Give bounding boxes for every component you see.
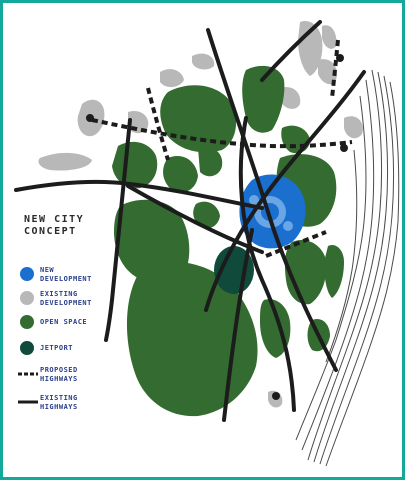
map-title: NEW CITY CONCEPT — [24, 214, 114, 238]
open-space-area — [281, 125, 310, 154]
node-marker — [336, 54, 344, 62]
legend-label-line: HIGHWAYS — [40, 403, 78, 411]
existing-development-area — [192, 53, 215, 70]
open-space-area — [160, 85, 237, 153]
blue-dot-icon — [20, 267, 34, 281]
coastline — [295, 69, 400, 467]
node-marker — [272, 392, 280, 400]
existing-development-area — [160, 69, 184, 88]
legend-swatches — [18, 267, 38, 404]
existing-development-area — [322, 25, 337, 49]
legend-label-line: HIGHWAYS — [40, 375, 78, 383]
existing-highway — [14, 180, 264, 210]
node-marker — [340, 144, 348, 152]
existing-development-area — [318, 59, 337, 85]
legend-item-open-space: OPEN SPACE — [40, 318, 120, 327]
node-marker — [86, 114, 94, 122]
existing-development-area — [38, 152, 92, 171]
legend-item-existing-highways: EXISTING HIGHWAYS — [40, 394, 120, 412]
existing-highway — [238, 116, 296, 412]
proposed-highway — [330, 39, 340, 99]
legend-label-line: JETPORT — [40, 344, 74, 352]
existing-highway — [222, 228, 254, 422]
existing-development-area — [344, 116, 363, 139]
legend-item-proposed-highways: PROPOSED HIGHWAYS — [40, 366, 120, 384]
gray-dot-icon — [20, 291, 34, 305]
open-space-area — [193, 201, 220, 229]
existing-highway — [260, 20, 322, 82]
open-space-area — [324, 244, 344, 298]
legend-item-new-development: NEW DEVELOPMENT — [40, 266, 120, 284]
legend-label-line: DEVELOPMENT — [40, 275, 92, 283]
open-space-area — [114, 199, 190, 282]
open-space-area — [126, 261, 258, 417]
existing-highway — [204, 70, 366, 312]
open-space-area — [163, 156, 198, 193]
open-space-area — [198, 146, 223, 177]
proposed-highways — [91, 39, 353, 258]
existing-highway — [206, 28, 338, 372]
legend-label-line: EXISTING — [40, 394, 78, 402]
proposed-highway — [91, 118, 353, 149]
existing-development-area — [280, 86, 301, 109]
legend-label-line: DEVELOPMENT — [40, 299, 92, 307]
green-dot-icon — [20, 315, 34, 329]
legend-label-line: EXISTING — [40, 290, 78, 298]
existing-highway — [104, 118, 132, 342]
legend-label-line: NEW — [40, 266, 55, 274]
highway-nodes — [86, 54, 348, 400]
open-space-area — [242, 65, 285, 133]
map-title-line: CONCEPT — [24, 226, 77, 237]
proposed-highway — [265, 230, 327, 258]
legend-label-line: OPEN SPACE — [40, 318, 88, 326]
dark-green-dot-icon — [20, 341, 34, 355]
legend-item-jetport: JETPORT — [40, 344, 120, 353]
map-title-line: NEW CITY — [24, 214, 85, 225]
legend-label-line: PROPOSED — [40, 366, 78, 374]
existing-highways — [14, 20, 366, 422]
legend-item-existing-development: EXISTING DEVELOPMENT — [40, 290, 120, 308]
